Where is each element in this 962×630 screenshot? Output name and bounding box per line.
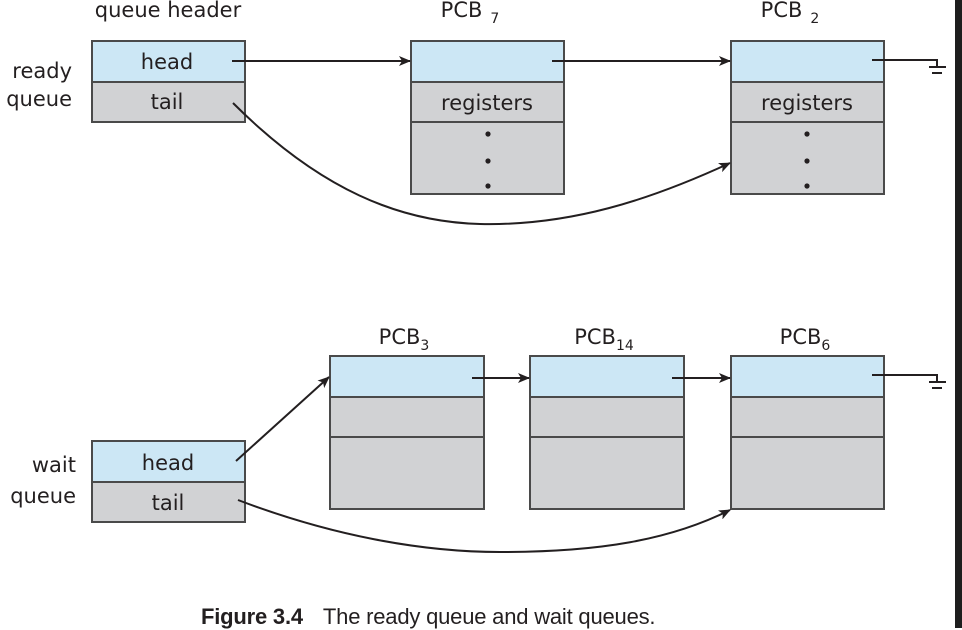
ready-tail-arrow (232, 102, 731, 226)
pcb-14: PCB14 (529, 325, 685, 510)
pcb-3-cell (329, 396, 485, 438)
pcb-7-ellipsis-dot (485, 183, 491, 189)
wait-tail-arrow (237, 499, 731, 554)
pcb-7-registers-cell (410, 81, 565, 123)
null-pointer-icon (872, 59, 946, 74)
pcb-3-title: PCB3 (379, 325, 430, 354)
pcb-2-pointer-cell (730, 40, 885, 83)
ready-head-label: head (141, 50, 193, 74)
pcb-7-pointer-cell (410, 40, 565, 83)
pcb-2-ellipsis-dot (804, 158, 810, 164)
wait-tail-cell (91, 481, 246, 523)
pcb-7-registers-label: registers (441, 91, 533, 115)
pcb-2-ellipsis-dot (804, 183, 810, 189)
ready-tail-cell (91, 81, 246, 123)
figure-number: Figure 3.4 (201, 604, 303, 629)
null-pointer-icon (872, 374, 946, 389)
ready-queue-header: head tail (91, 40, 246, 123)
ready-queue-label-line1: ready (12, 59, 72, 83)
pcb-6-title: PCB6 (780, 325, 831, 354)
pcb-2-registers-label: registers (761, 91, 853, 115)
wait-queue-label-line2: queue (10, 484, 76, 508)
wait-tail-label: tail (152, 491, 185, 515)
pcb-3: PCB3 (329, 325, 485, 510)
pcb-7-ellipsis-dot (485, 158, 491, 164)
pcb-7-ellipsis-dot (485, 131, 491, 137)
ready-tail-label: tail (151, 90, 184, 114)
pcb-6-cell (730, 436, 885, 510)
pcb-6-cell (730, 396, 885, 438)
figure-caption: Figure 3.4 The ready queue and wait queue… (201, 604, 656, 630)
wait-head-label: head (142, 451, 194, 475)
pcb-2-ellipsis-dot (804, 131, 810, 137)
ready-queue-label-line2: queue (6, 87, 72, 111)
pcb-14-cell (529, 436, 685, 510)
window-edge (955, 0, 962, 628)
figure-caption-text: The ready queue and wait queues. (322, 604, 656, 629)
pcb-14-title: PCB14 (574, 325, 634, 354)
pcb-6-pointer-cell (730, 355, 885, 398)
pcb-14-pointer-cell (529, 355, 685, 398)
pcb-6: PCB6 (730, 325, 885, 510)
wait-head-arrow (235, 376, 330, 462)
pcb-14-cell (529, 396, 685, 438)
wait-queue-header: head tail (91, 440, 246, 523)
queue-header-title: queue header (95, 0, 242, 22)
pcb-3-pointer-cell (329, 355, 485, 398)
wait-queue-label-line1: wait (32, 453, 76, 477)
pcb-3-cell (329, 436, 485, 510)
